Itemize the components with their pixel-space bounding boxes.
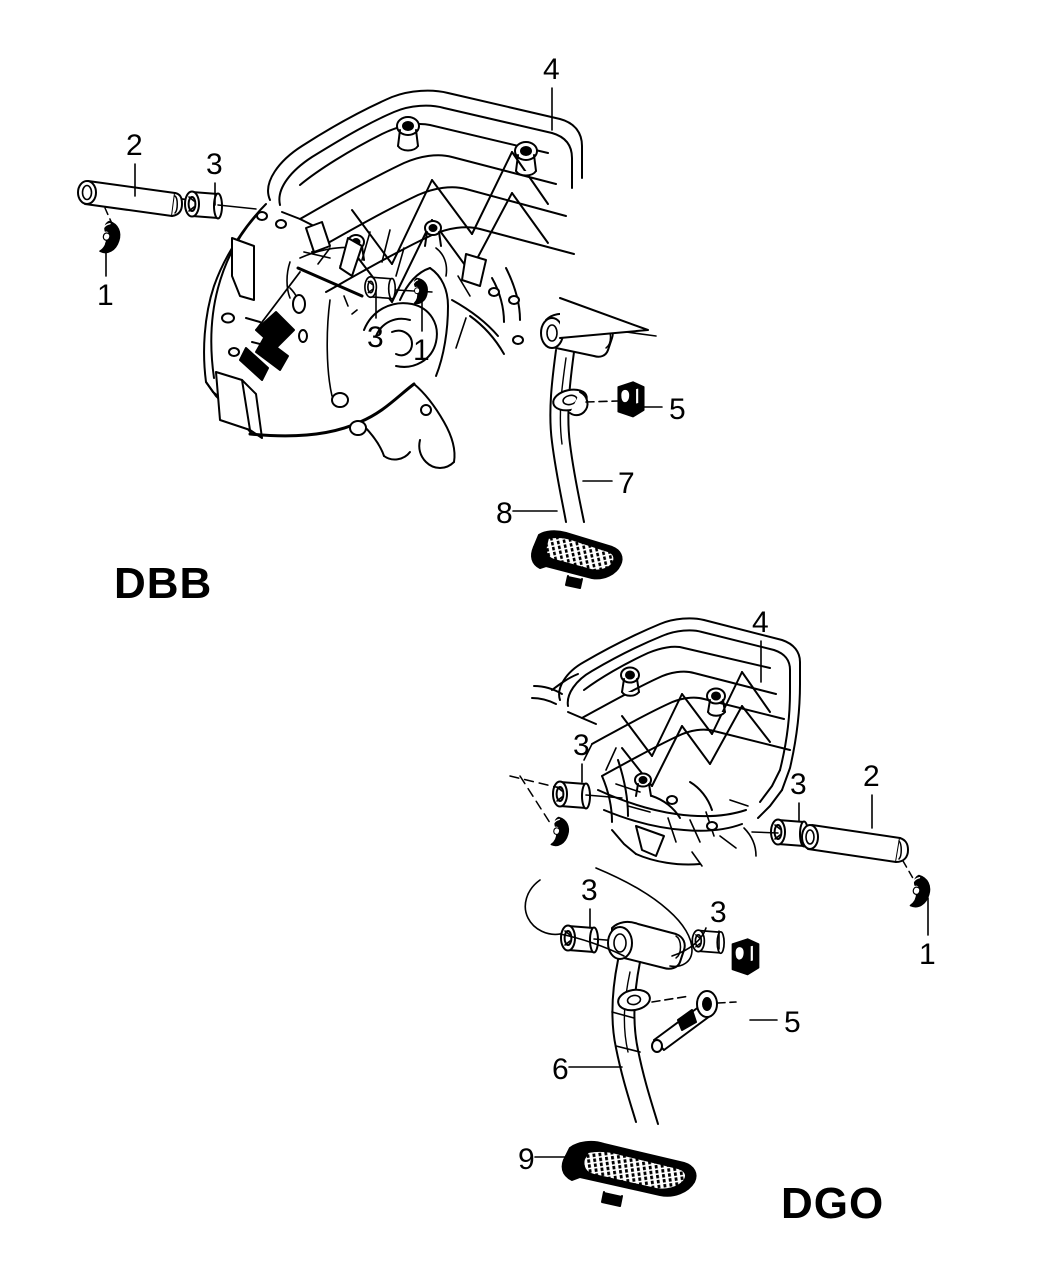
pedal-support-bracket-upper bbox=[203, 89, 583, 469]
callout-number-4: 4 bbox=[752, 606, 769, 639]
callout-number-7: 7 bbox=[618, 467, 635, 500]
callout-number-1: 1 bbox=[97, 279, 114, 312]
bushing-upper-left bbox=[184, 190, 257, 220]
retainer-pin-clip-upper bbox=[585, 381, 645, 418]
lower-assembly bbox=[509, 617, 933, 1207]
variant-label-dbb: DBB bbox=[114, 559, 213, 608]
callout-number-3: 3 bbox=[710, 896, 727, 929]
retainer-clip-lower-right bbox=[902, 860, 933, 910]
callout-number-2: 2 bbox=[863, 760, 880, 793]
callout-number-3: 3 bbox=[581, 874, 598, 907]
clutch-pedal-upper bbox=[531, 297, 657, 589]
callout-number-8: 8 bbox=[496, 497, 513, 530]
callout-number-1: 1 bbox=[919, 938, 936, 971]
callout-number-1: 1 bbox=[413, 334, 430, 367]
pivot-shaft-lower bbox=[801, 824, 909, 863]
variant-label-dgo: DGO bbox=[781, 1179, 885, 1228]
bushing-lower-upper-left bbox=[509, 775, 623, 827]
callout-number-5: 5 bbox=[784, 1006, 801, 1039]
callout-number-3: 3 bbox=[367, 321, 384, 354]
brake-pedal-lower bbox=[561, 920, 737, 1207]
callout-number-5: 5 bbox=[669, 393, 686, 426]
callout-number-3: 3 bbox=[206, 148, 223, 181]
retainer-pin-clip-lower bbox=[731, 938, 760, 976]
callout-number-3: 3 bbox=[790, 768, 807, 801]
callout-number-3: 3 bbox=[573, 729, 590, 762]
bushing-lower-right bbox=[751, 818, 809, 848]
retainer-clip-upper-centre bbox=[411, 277, 429, 305]
callout-number-9: 9 bbox=[518, 1143, 535, 1176]
callout-leader-lines bbox=[105, 87, 929, 1158]
callout-number-6: 6 bbox=[552, 1053, 569, 1086]
retainer-clip-lower-ghost bbox=[548, 815, 572, 849]
callout-number-4: 4 bbox=[543, 53, 560, 86]
upper-assembly bbox=[77, 89, 657, 589]
callout-number-2: 2 bbox=[126, 129, 143, 162]
retainer-clip-upper-left bbox=[96, 207, 124, 256]
pedal-support-bracket-lower bbox=[531, 617, 801, 867]
